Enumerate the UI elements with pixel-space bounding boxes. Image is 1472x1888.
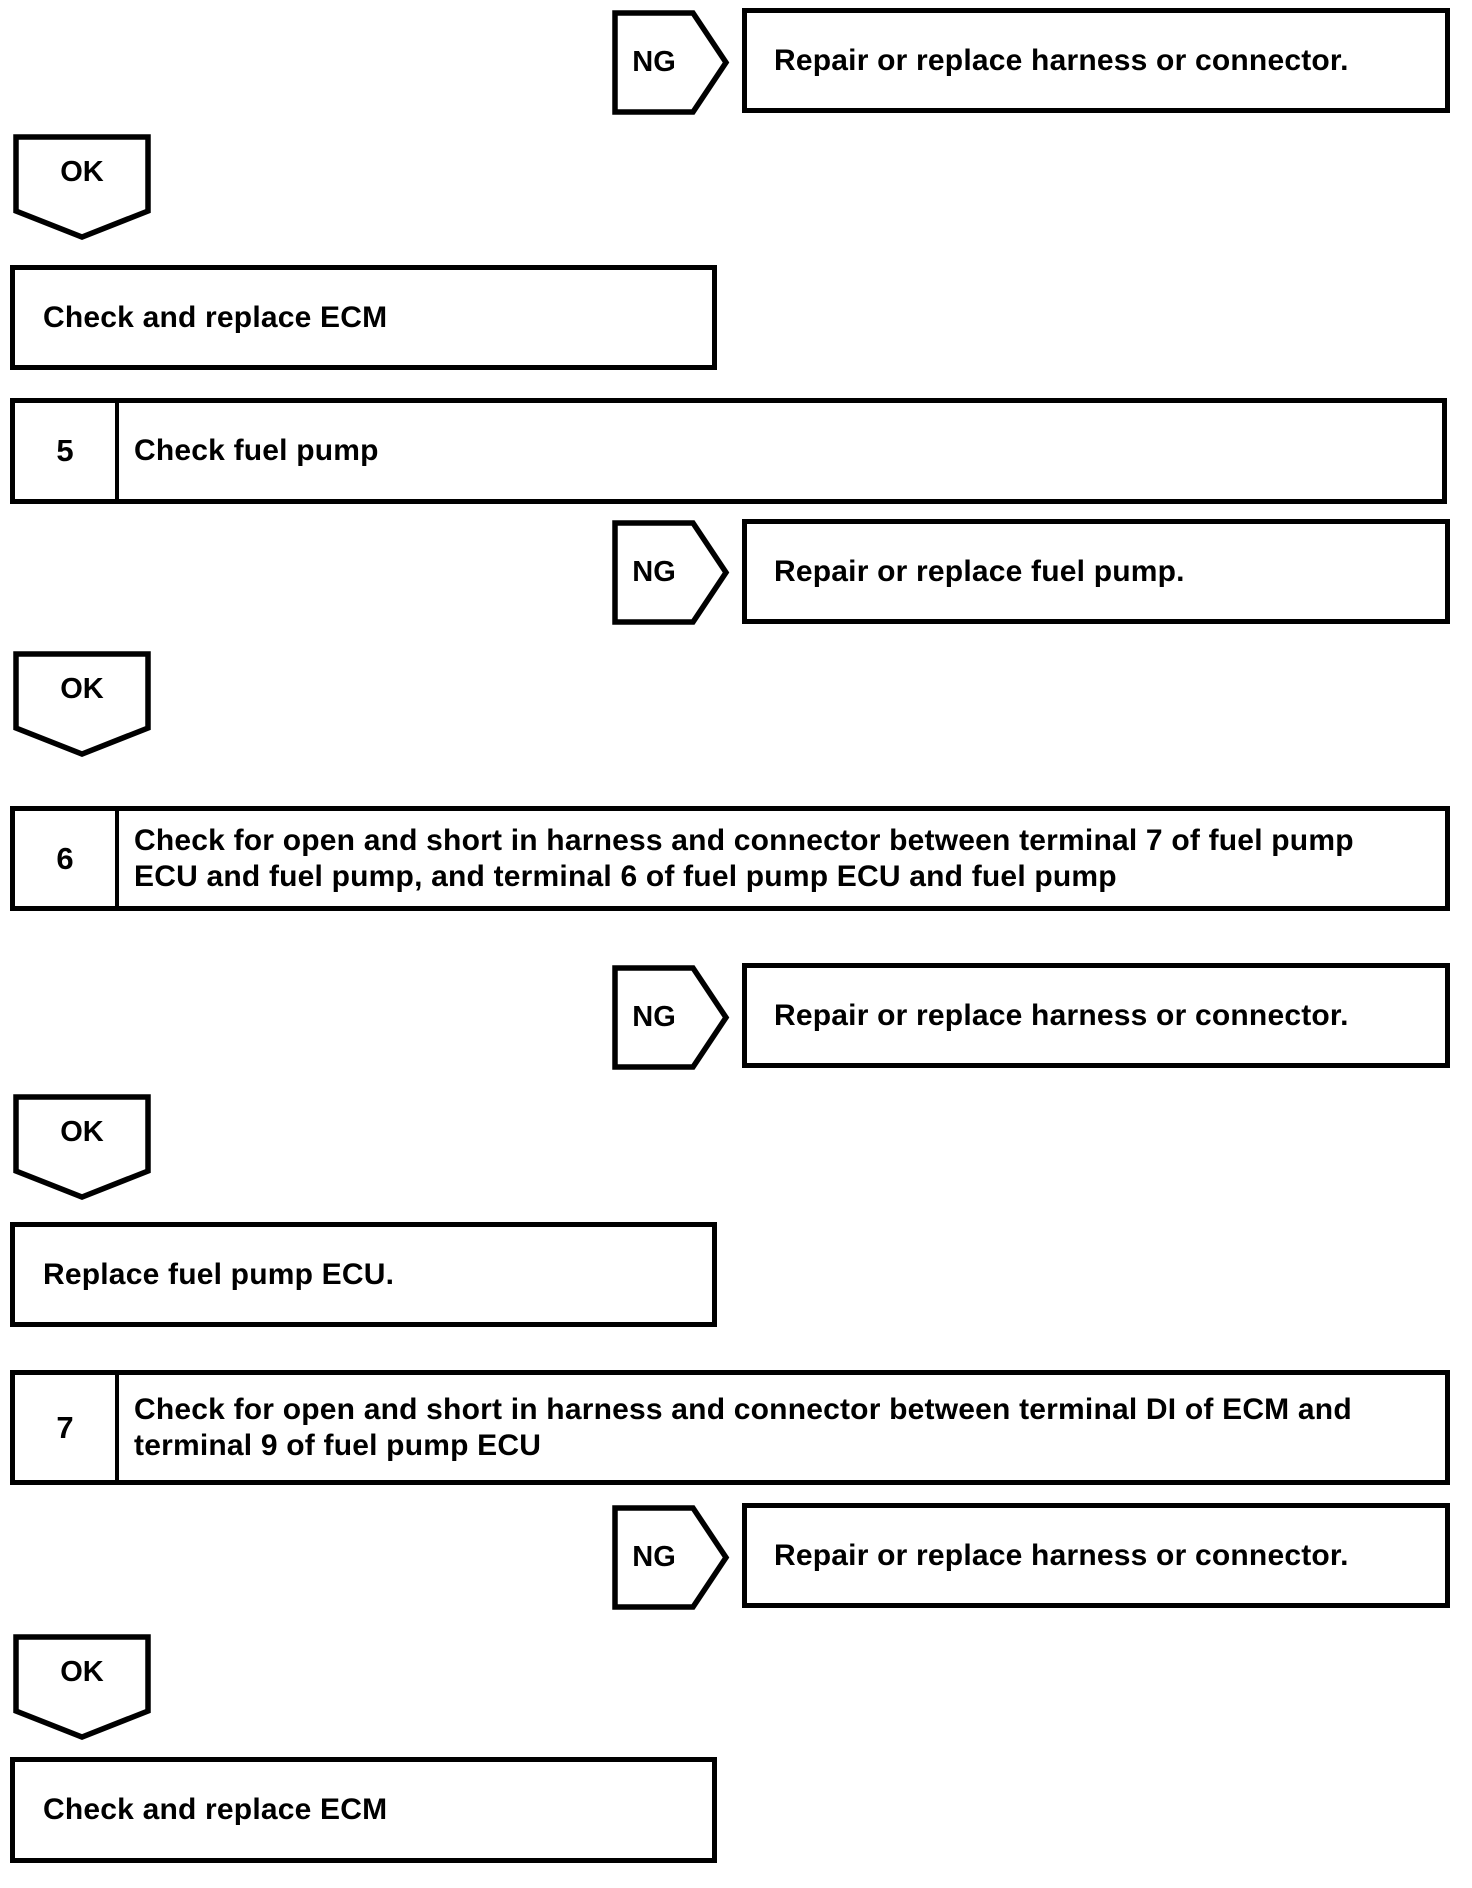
ng-branch-label: NG [632, 46, 676, 78]
ng-branch-label: NG [632, 1541, 676, 1573]
ng-arrow-icon [612, 520, 730, 625]
result-text: Repair or replace harness or connector. [774, 43, 1349, 77]
ok-arrow-icon [13, 1094, 151, 1200]
ok-marker-3: OK [13, 1093, 151, 1200]
ok-arrow-icon [13, 1634, 151, 1740]
step-title: Check fuel pump [134, 434, 379, 467]
result-box-repair-harness-1: Repair or replace harness or connector. [742, 8, 1450, 113]
step-title: Check for open and short in harness and … [134, 823, 1354, 893]
ng-arrow-icon [612, 10, 730, 115]
step-number: 7 [15, 1375, 119, 1480]
ng-branch-1: NG [612, 10, 730, 115]
result-box-repair-fuel-pump: Repair or replace fuel pump. [742, 519, 1450, 624]
result-text: Repair or replace fuel pump. [774, 554, 1185, 588]
ok-arrow-icon [13, 134, 151, 240]
ok-marker-1: OK [13, 133, 151, 240]
step-title: Check for open and short in harness and … [134, 1392, 1352, 1462]
step-number: 5 [15, 403, 119, 499]
ng-branch-4: NG [612, 1505, 730, 1610]
ng-branch-2: NG [612, 520, 730, 625]
ok-marker-4: OK [13, 1633, 151, 1740]
action-text: Check and replace ECM [43, 300, 388, 334]
action-box-replace-fuel-pump-ecu: Replace fuel pump ECU. [10, 1222, 717, 1327]
ng-arrow-icon [612, 965, 730, 1070]
action-box-check-replace-ecm-1: Check and replace ECM [10, 265, 717, 370]
ng-arrow-icon [612, 1505, 730, 1610]
ok-arrow-icon [13, 651, 151, 757]
ok-marker-label: OK [60, 155, 104, 188]
action-text: Replace fuel pump ECU. [43, 1257, 395, 1291]
result-box-repair-harness-2: Repair or replace harness or connector. [742, 963, 1450, 1068]
ok-marker-label: OK [60, 1115, 104, 1148]
ng-branch-label: NG [632, 1001, 676, 1033]
result-box-repair-harness-3: Repair or replace harness or connector. [742, 1503, 1450, 1608]
ng-branch-label: NG [632, 556, 676, 588]
result-text: Repair or replace harness or connector. [774, 1538, 1349, 1572]
step-box-7: 7 Check for open and short in harness an… [10, 1370, 1450, 1485]
ok-marker-label: OK [60, 672, 104, 705]
ng-branch-3: NG [612, 965, 730, 1070]
action-box-check-replace-ecm-2: Check and replace ECM [10, 1757, 717, 1863]
ok-marker-2: OK [13, 650, 151, 757]
action-text: Check and replace ECM [43, 1793, 388, 1826]
step-number: 6 [15, 811, 119, 906]
ok-marker-label: OK [60, 1655, 104, 1688]
step-box-5: 5 Check fuel pump [10, 398, 1447, 504]
step-box-6: 6 Check for open and short in harness an… [10, 806, 1450, 911]
result-text: Repair or replace harness or connector. [774, 998, 1349, 1032]
